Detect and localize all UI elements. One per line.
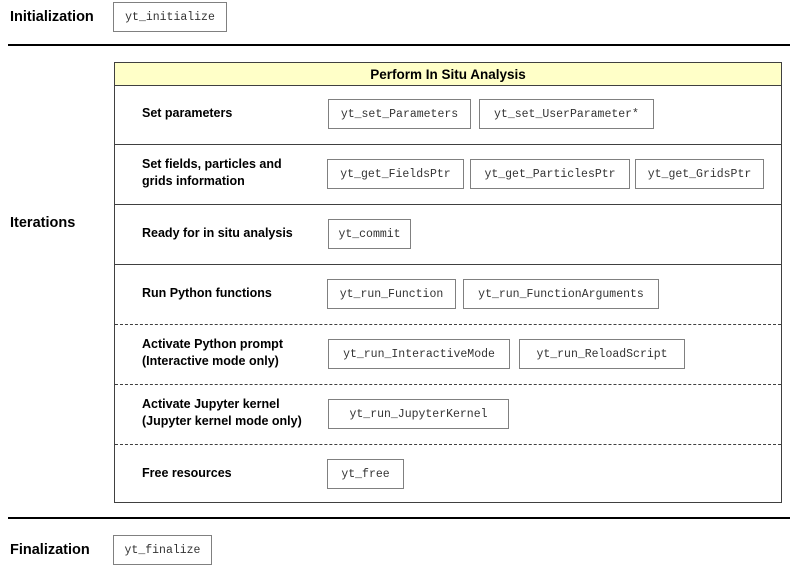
panel-title: Perform In Situ Analysis <box>115 63 781 86</box>
yt-run-function-box: yt_run_Function <box>327 279 456 309</box>
in-situ-analysis-panel: Perform In Situ Analysis Set parameters … <box>114 62 782 503</box>
yt-get-particlesptr-box: yt_get_ParticlesPtr <box>470 159 630 189</box>
yt-initialize-box: yt_initialize <box>113 2 227 32</box>
step-run-python-label: Run Python functions <box>142 286 272 300</box>
row-divider <box>115 264 781 265</box>
step-python-prompt-label: Activate Python prompt (Interactive mode… <box>142 336 283 370</box>
finalization-label: Finalization <box>10 542 90 558</box>
step-jupyter-kernel-label: Activate Jupyter kernel (Jupyter kernel … <box>142 396 302 430</box>
yt-commit-box: yt_commit <box>328 219 411 249</box>
step-free-resources-label: Free resources <box>142 466 232 480</box>
step-python-prompt-line2: (Interactive mode only) <box>142 354 279 368</box>
row-divider <box>115 144 781 145</box>
step-python-prompt-line1: Activate Python prompt <box>142 337 283 351</box>
step-jupyter-kernel-line1: Activate Jupyter kernel <box>142 397 280 411</box>
yt-run-jupyterkernel-box: yt_run_JupyterKernel <box>328 399 509 429</box>
yt-run-reloadscript-box: yt_run_ReloadScript <box>519 339 685 369</box>
step-set-fields-label: Set fields, particles and grids informat… <box>142 156 282 190</box>
yt-run-functionarguments-box: yt_run_FunctionArguments <box>463 279 659 309</box>
yt-get-gridsptr-box: yt_get_GridsPtr <box>635 159 764 189</box>
separator-bottom <box>8 517 790 519</box>
iterations-label: Iterations <box>10 215 76 231</box>
yt-free-box: yt_free <box>327 459 404 489</box>
separator-top <box>8 44 790 46</box>
step-set-fields-line2: grids information <box>142 174 245 188</box>
step-jupyter-kernel-line2: (Jupyter kernel mode only) <box>142 414 302 428</box>
step-set-fields-line1: Set fields, particles and <box>142 157 282 171</box>
yt-run-interactivemode-box: yt_run_InteractiveMode <box>328 339 510 369</box>
row-divider <box>115 324 781 325</box>
row-divider <box>115 384 781 385</box>
yt-get-fieldsptr-box: yt_get_FieldsPtr <box>327 159 464 189</box>
row-divider <box>115 204 781 205</box>
row-divider <box>115 444 781 445</box>
yt-finalize-box: yt_finalize <box>113 535 212 565</box>
yt-set-parameters-box: yt_set_Parameters <box>328 99 471 129</box>
step-set-parameters-label: Set parameters <box>142 106 233 120</box>
initialization-label: Initialization <box>10 9 94 25</box>
step-ready-label: Ready for in situ analysis <box>142 226 293 240</box>
yt-set-userparameter-box: yt_set_UserParameter* <box>479 99 654 129</box>
